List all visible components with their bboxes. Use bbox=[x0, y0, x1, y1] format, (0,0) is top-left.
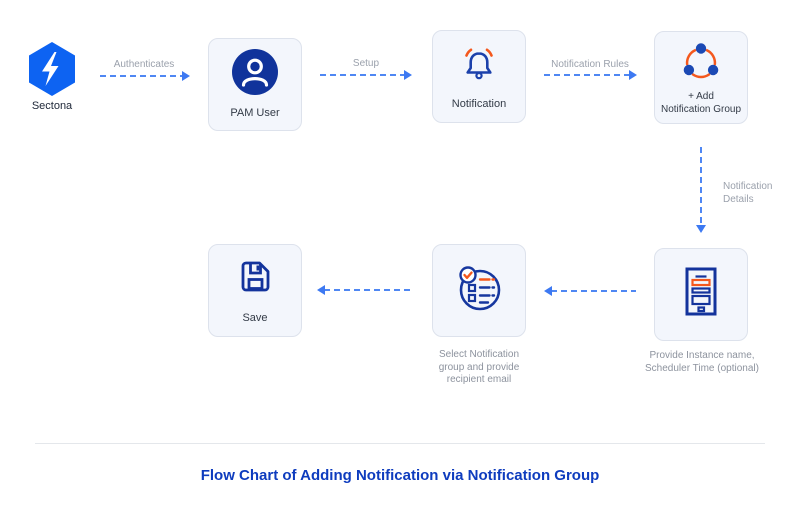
bell-icon bbox=[457, 42, 501, 91]
arrow-select-to-save bbox=[317, 285, 412, 295]
edge-label-authenticates: Authenticates bbox=[113, 59, 175, 70]
arrow-setup bbox=[320, 70, 412, 80]
node-pam-user-label: PAM User bbox=[230, 107, 280, 120]
document-form-icon bbox=[679, 266, 723, 323]
arrow-authenticates bbox=[100, 71, 190, 81]
node-provide-instance bbox=[654, 248, 748, 341]
edge-label-notification-details: Notification Details bbox=[723, 181, 773, 205]
node-notification: Notification bbox=[432, 30, 526, 123]
arrow-notification-rules bbox=[544, 70, 637, 80]
edge-label-setup: Setup bbox=[352, 58, 380, 69]
divider-line bbox=[35, 443, 765, 444]
node-notification-label: Notification bbox=[451, 98, 507, 111]
edge-label-notification-rules: Notification Rules bbox=[551, 59, 629, 70]
sectona-lightning-hexagon-icon bbox=[27, 41, 77, 102]
sectona-label: Sectona bbox=[31, 100, 73, 112]
caption-select-notification-group: Select Notification group and provide re… bbox=[438, 349, 520, 385]
node-select-notification-group bbox=[432, 244, 526, 337]
node-add-notification-group-label: + Add Notification Group bbox=[660, 91, 742, 115]
arrow-provide-to-select bbox=[544, 286, 636, 296]
node-add-notification-group: + Add Notification Group bbox=[654, 31, 748, 124]
user-icon bbox=[232, 49, 278, 100]
arrow-notification-details bbox=[696, 147, 706, 233]
caption-provide-instance: Provide Instance name, Scheduler Time (o… bbox=[645, 350, 759, 374]
floppy-disk-icon bbox=[233, 256, 277, 305]
checklist-icon bbox=[454, 264, 504, 317]
group-dots-icon bbox=[678, 39, 724, 86]
page-title: Flow Chart of Adding Notification via No… bbox=[200, 467, 600, 484]
node-save: Save bbox=[208, 244, 302, 337]
node-pam-user: PAM User bbox=[208, 38, 302, 131]
node-save-label: Save bbox=[242, 312, 268, 325]
